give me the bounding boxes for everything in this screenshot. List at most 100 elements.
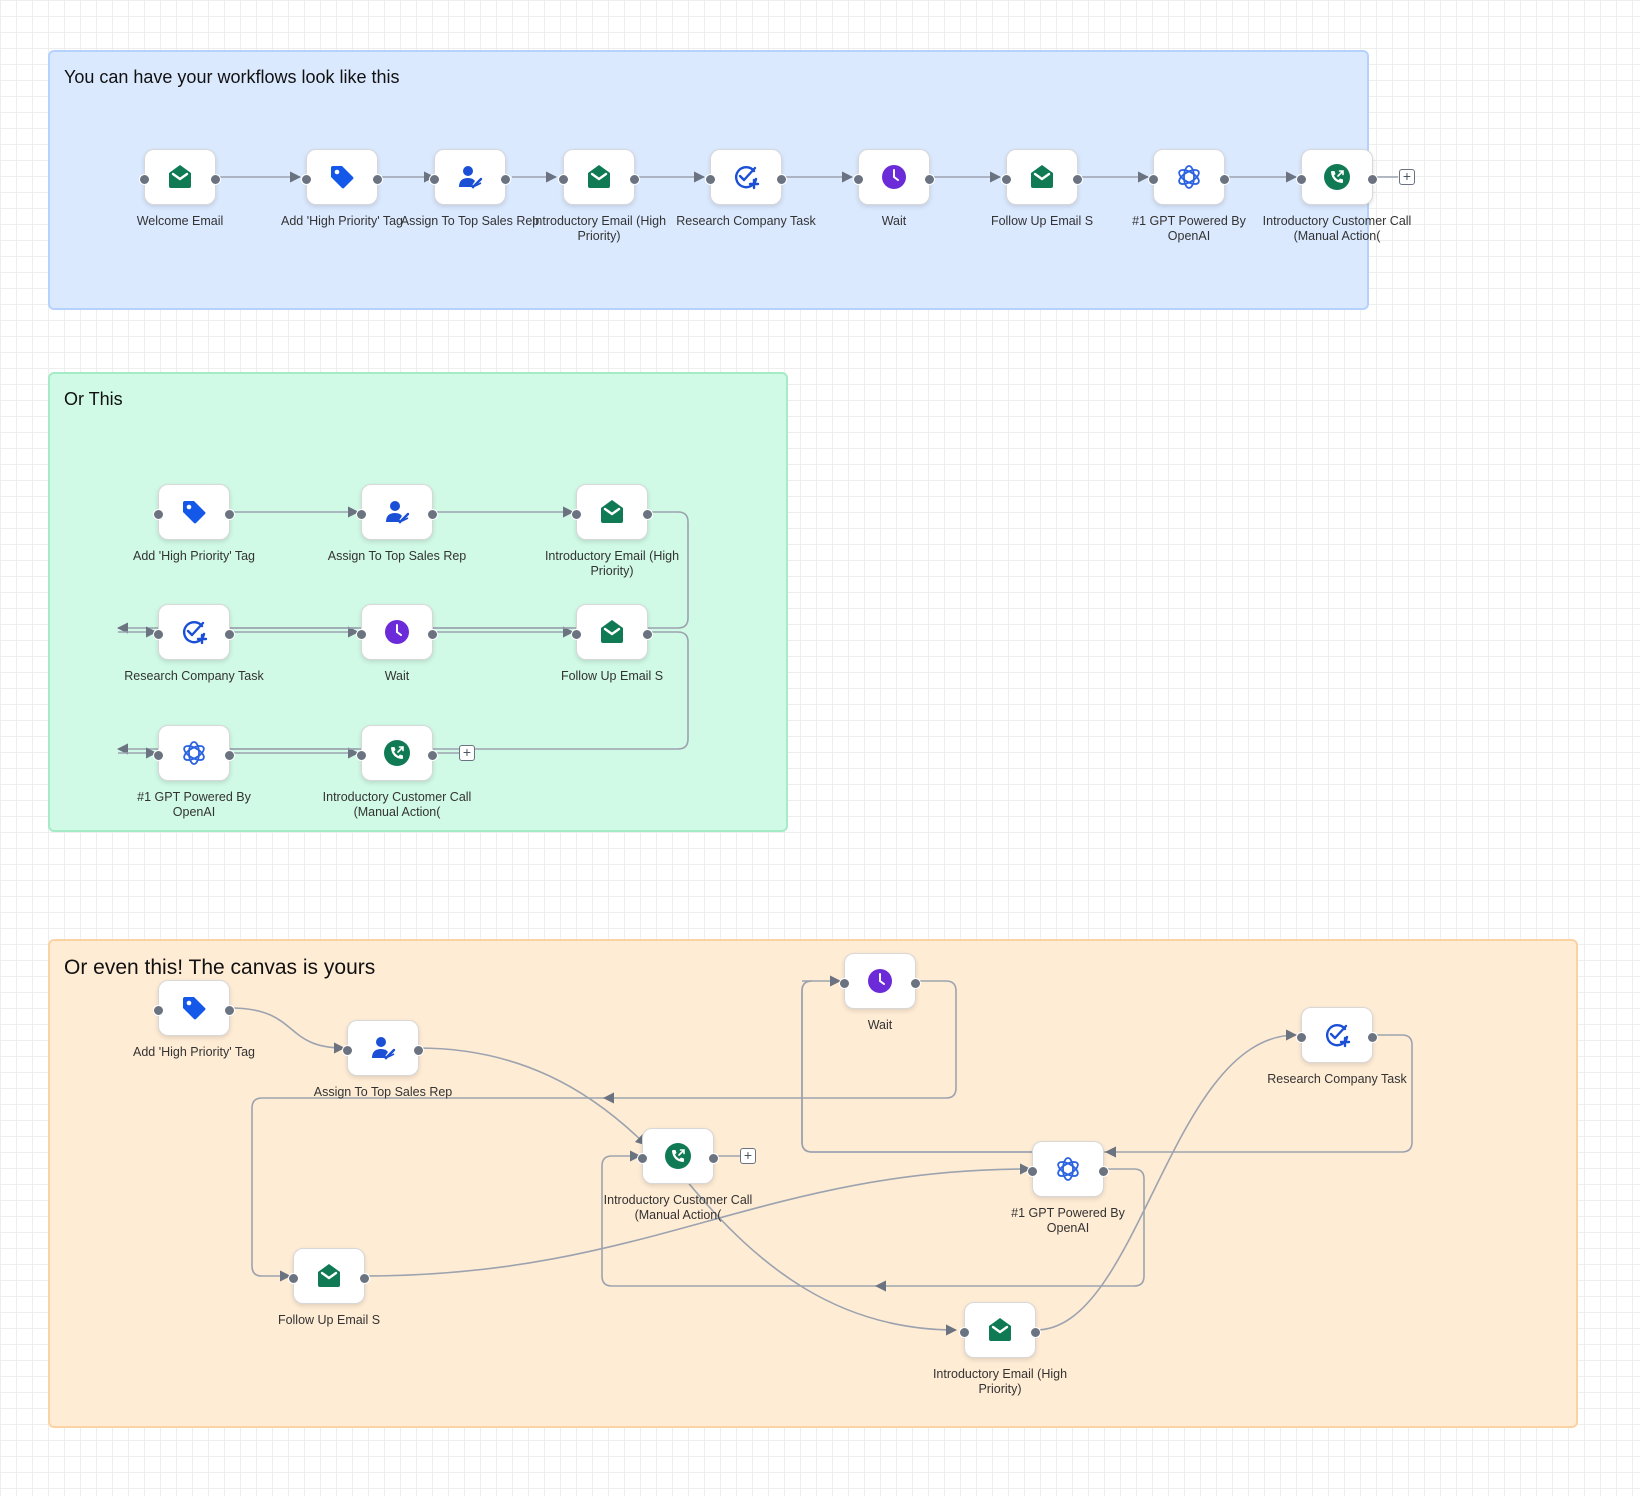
input-port[interactable]: [558, 174, 569, 185]
output-port[interactable]: [1030, 1327, 1041, 1338]
phone-call-icon: [1323, 163, 1351, 191]
workflow-node[interactable]: [637, 1128, 719, 1184]
email-icon: [598, 498, 626, 526]
output-port[interactable]: [1072, 174, 1083, 185]
phone-call-icon: [383, 739, 411, 767]
workflow-node[interactable]: [342, 1020, 424, 1076]
workflow-node[interactable]: [571, 604, 653, 660]
output-port[interactable]: [224, 629, 235, 640]
tag-icon: [180, 498, 208, 526]
output-port[interactable]: [427, 629, 438, 640]
workflow-node[interactable]: [571, 484, 653, 540]
input-port[interactable]: [356, 509, 367, 520]
workflow-node[interactable]: [558, 149, 640, 205]
workflow-node[interactable]: [1296, 149, 1378, 205]
task-icon: [180, 618, 208, 646]
input-port[interactable]: [1001, 174, 1012, 185]
workflow-node[interactable]: [153, 484, 235, 540]
assign-user-icon: [383, 498, 411, 526]
input-port[interactable]: [1296, 174, 1307, 185]
email-icon: [585, 163, 613, 191]
workflow-node[interactable]: [153, 604, 235, 660]
input-port[interactable]: [301, 174, 312, 185]
output-port[interactable]: [1098, 1166, 1109, 1177]
input-port[interactable]: [153, 750, 164, 761]
node-label: Research Company Task: [124, 669, 264, 683]
assign-user-icon: [369, 1034, 397, 1062]
input-port[interactable]: [705, 174, 716, 185]
clock-icon: [880, 163, 908, 191]
output-port[interactable]: [642, 509, 653, 520]
output-port[interactable]: [427, 750, 438, 761]
workflow-node[interactable]: [288, 1248, 370, 1304]
tag-icon: [180, 994, 208, 1022]
email-icon: [315, 1262, 343, 1290]
output-port[interactable]: [924, 174, 935, 185]
add-step-button[interactable]: +: [740, 1148, 756, 1164]
output-port[interactable]: [372, 174, 383, 185]
input-port[interactable]: [288, 1273, 299, 1284]
add-step-button[interactable]: +: [1399, 169, 1415, 185]
output-port[interactable]: [359, 1273, 370, 1284]
workflow-node[interactable]: [1296, 1007, 1378, 1063]
input-port[interactable]: [1296, 1032, 1307, 1043]
workflow-node[interactable]: [356, 725, 438, 781]
node-label: Introductory Email (High Priority): [531, 214, 667, 243]
workflow-node[interactable]: [959, 1302, 1041, 1358]
workflow-node[interactable]: [1027, 1141, 1109, 1197]
input-port[interactable]: [356, 629, 367, 640]
workflow-node[interactable]: [1148, 149, 1230, 205]
input-port[interactable]: [1027, 1166, 1038, 1177]
output-port[interactable]: [708, 1153, 719, 1164]
task-icon: [1323, 1021, 1351, 1049]
input-port[interactable]: [571, 629, 582, 640]
workflow-node[interactable]: [853, 149, 935, 205]
output-port[interactable]: [224, 509, 235, 520]
input-port[interactable]: [153, 1005, 164, 1016]
workflow-node[interactable]: [153, 725, 235, 781]
workflow-node[interactable]: [839, 953, 921, 1009]
output-port[interactable]: [1367, 174, 1378, 185]
input-port[interactable]: [571, 509, 582, 520]
input-port[interactable]: [1148, 174, 1159, 185]
input-port[interactable]: [637, 1153, 648, 1164]
workflow-node[interactable]: [356, 604, 438, 660]
output-port[interactable]: [776, 174, 787, 185]
workflow-node[interactable]: [301, 149, 383, 205]
workflow-node[interactable]: [1001, 149, 1083, 205]
workflow-node[interactable]: [139, 149, 221, 205]
output-port[interactable]: [642, 629, 653, 640]
input-port[interactable]: [356, 750, 367, 761]
workflow-node[interactable]: [356, 484, 438, 540]
output-port[interactable]: [224, 1005, 235, 1016]
input-port[interactable]: [342, 1045, 353, 1056]
workflow-node[interactable]: [153, 980, 235, 1036]
input-port[interactable]: [139, 174, 150, 185]
tag-icon: [328, 163, 356, 191]
input-port[interactable]: [153, 629, 164, 640]
output-port[interactable]: [224, 750, 235, 761]
input-port[interactable]: [839, 978, 850, 989]
output-port[interactable]: [910, 978, 921, 989]
output-port[interactable]: [210, 174, 221, 185]
node-label: #1 GPT Powered By OpenAI: [1132, 214, 1246, 243]
email-icon: [166, 163, 194, 191]
node-label: Welcome Email: [136, 214, 224, 228]
add-step-button[interactable]: +: [459, 745, 475, 761]
output-port[interactable]: [1219, 174, 1230, 185]
node-label: Wait: [867, 1018, 893, 1032]
node-label: Research Company Task: [1267, 1072, 1407, 1086]
input-port[interactable]: [853, 174, 864, 185]
output-port[interactable]: [1367, 1032, 1378, 1043]
output-port[interactable]: [427, 509, 438, 520]
workflow-node[interactable]: [429, 149, 511, 205]
output-port[interactable]: [413, 1045, 424, 1056]
input-port[interactable]: [429, 174, 440, 185]
output-port[interactable]: [629, 174, 640, 185]
input-port[interactable]: [153, 509, 164, 520]
workflow-node[interactable]: [705, 149, 787, 205]
output-port[interactable]: [500, 174, 511, 185]
group-title: Or This: [64, 389, 123, 409]
node-label: Introductory Email (High Priority): [932, 1367, 1068, 1396]
input-port[interactable]: [959, 1327, 970, 1338]
